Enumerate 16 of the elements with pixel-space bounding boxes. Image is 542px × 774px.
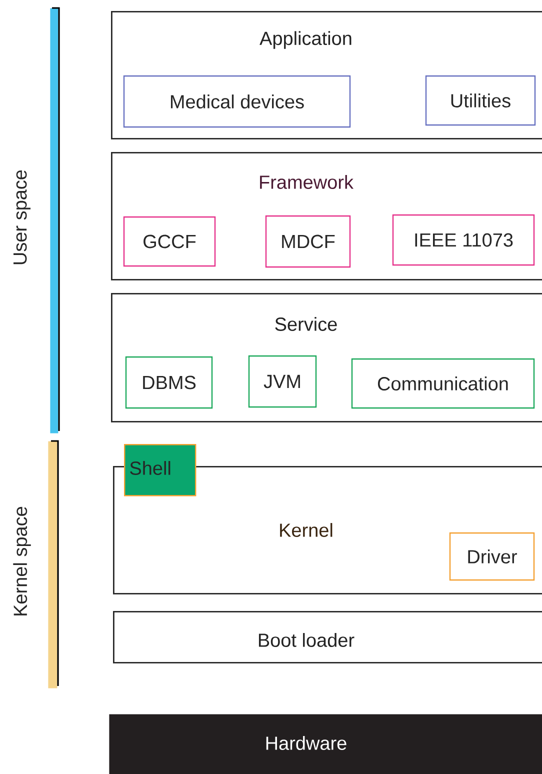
component-box: Communication <box>351 358 535 409</box>
component-box: JVM <box>248 355 317 408</box>
node-label: Kernel space <box>13 506 31 616</box>
component-box: GCCF <box>123 216 216 267</box>
component-box: MDCF <box>265 215 351 268</box>
component-box: DBMS <box>125 356 213 409</box>
layer-box: Boot loader <box>113 611 542 664</box>
space-bar: User space <box>14 7 60 434</box>
space-bar: Kernel space <box>13 440 59 688</box>
component-box: Driver <box>449 532 535 581</box>
component-box: IEEE 11073 <box>392 214 535 266</box>
layer-box: Hardware <box>109 714 542 774</box>
component-box: Medical devices <box>123 75 351 128</box>
component-box: Shell <box>124 444 196 496</box>
node-label: User space <box>14 170 30 264</box>
component-box: Utilities <box>425 75 536 126</box>
